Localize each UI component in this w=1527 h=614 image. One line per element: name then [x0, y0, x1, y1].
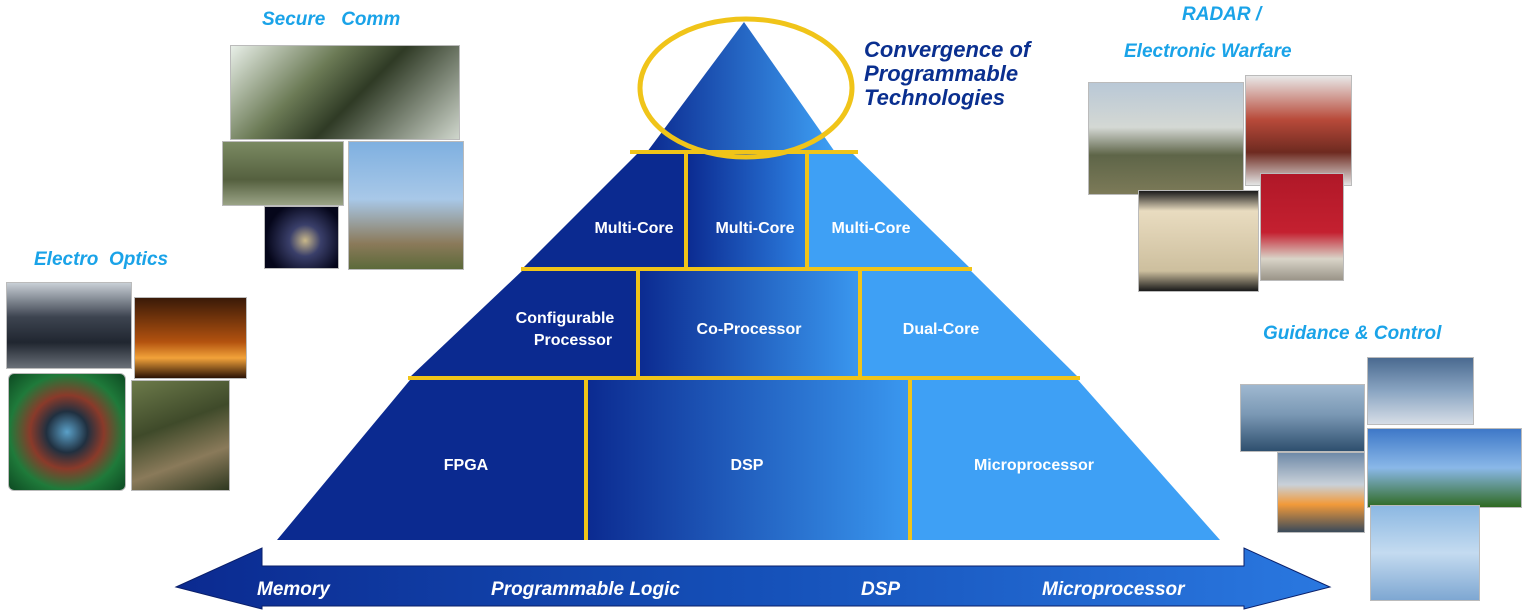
radar-label-line1: RADAR / [1182, 4, 1262, 25]
missile-launch-photo-2 [1277, 452, 1365, 533]
radar-truck-photo [1088, 82, 1244, 195]
missile-photo-2 [1367, 357, 1474, 425]
aircraft-photo-2 [1370, 505, 1480, 601]
tier3-block-center [686, 152, 807, 268]
convergence-ellipse [637, 16, 855, 160]
pyramid-apex [647, 22, 835, 152]
tier2-label-configurable-line2: Processor [534, 332, 612, 349]
guidance-control-label: Guidance & Control [1263, 323, 1442, 344]
arrow-label-programmable-logic: Programmable Logic [491, 579, 680, 600]
arrow-label-dsp: DSP [861, 579, 900, 600]
radar-label-line2: Electronic Warfare [1124, 41, 1292, 62]
radio-equipment-photo [230, 45, 460, 140]
aircraft-photo [1367, 428, 1522, 508]
jet-silhouette-photo [134, 297, 247, 379]
tier3-block-right [807, 152, 970, 268]
test-equipment-photo [1260, 173, 1344, 281]
electro-optics-label: Electro Optics [34, 249, 169, 270]
tier2-block-center [638, 270, 860, 377]
tier3-label-right: Multi-Core [831, 220, 910, 237]
tier2-label-configurable-line1: Configurable [516, 310, 615, 327]
tier1-label-microprocessor: Microprocessor [974, 457, 1094, 474]
tier1-block-center [586, 380, 910, 540]
cockpit-photo [6, 282, 132, 369]
secure-comm-label: Secure Comm [262, 9, 401, 30]
tier3-label-left: Multi-Core [594, 220, 673, 237]
convergence-title-line2: Programmable [864, 61, 1019, 86]
thermal-sight-photo [8, 373, 126, 491]
tier2-block-right [860, 270, 1078, 377]
tier2-label-coprocessor: Co-Processor [697, 321, 802, 338]
missile-launch-photo [1240, 384, 1365, 452]
tier3-label-center: Multi-Core [715, 220, 794, 237]
electronics-enclosure-photo [1138, 190, 1259, 292]
satellite-dish-photo [348, 141, 464, 270]
satellite-photo [264, 206, 339, 269]
tier3-block-left [523, 152, 686, 268]
convergence-title-line3: Technologies [864, 85, 1005, 110]
tier1-block-left [277, 380, 586, 540]
gold-separators [408, 150, 1080, 540]
radio-equipment-photo-2 [222, 141, 344, 206]
technology-arrow [174, 547, 1332, 610]
tier1-label-dsp: DSP [731, 457, 764, 474]
tier2-label-dualcore: Dual-Core [903, 321, 980, 338]
convergence-title-line1: Convergence of [864, 37, 1031, 62]
arrow-label-memory: Memory [257, 579, 331, 600]
tier1-label-fpga: FPGA [444, 457, 489, 474]
radar-antenna-photo [1245, 75, 1352, 186]
arrow-label-microprocessor: Microprocessor [1042, 579, 1186, 600]
tier1-block-right [910, 380, 1220, 540]
soldier-binoculars-photo [131, 380, 230, 491]
tier2-block-left [410, 270, 638, 377]
